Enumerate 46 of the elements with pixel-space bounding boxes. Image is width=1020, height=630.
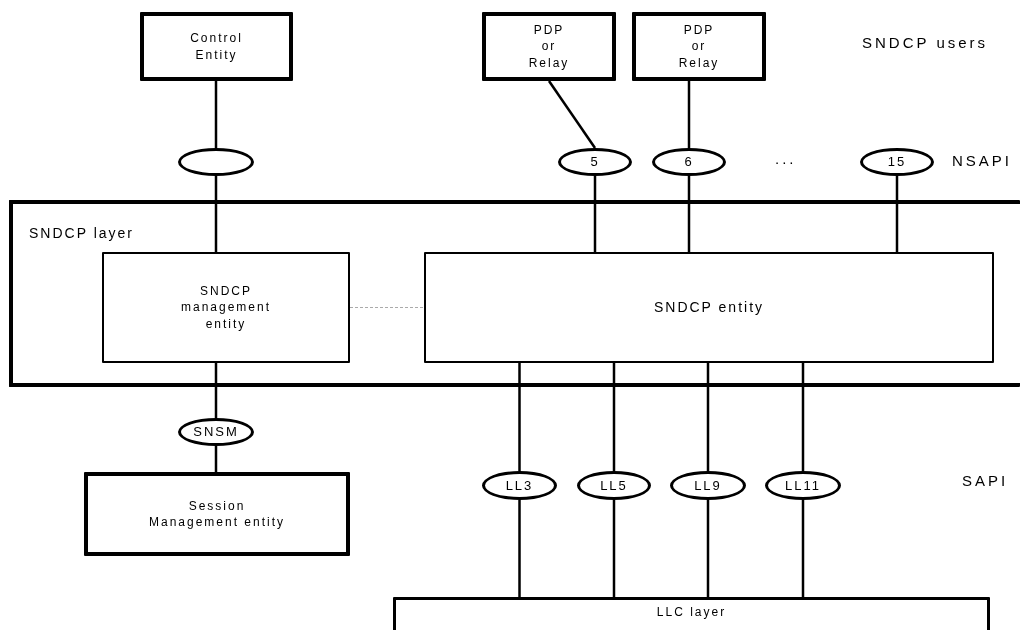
connector-line — [801, 500, 805, 597]
node-label: SNDCP layer — [29, 224, 134, 243]
connector-line — [706, 500, 710, 597]
connector-line — [612, 500, 616, 597]
node-label: 6 — [684, 153, 694, 171]
node-label: LLC layer — [656, 604, 727, 621]
connector-line — [612, 363, 616, 471]
connector-line — [895, 176, 899, 252]
layer-label: SNDCP users — [862, 34, 989, 51]
node-label: 5 — [590, 153, 600, 171]
node-label: Control Entity — [189, 30, 244, 63]
layer-box — [9, 200, 1020, 387]
connector-line — [214, 176, 218, 252]
layer-label: SAPI — [962, 472, 1009, 489]
connector-line — [518, 363, 521, 471]
connector-line — [687, 81, 691, 148]
node-label: SNSM — [193, 423, 239, 441]
layer-box — [393, 597, 990, 630]
connector-line — [214, 363, 218, 418]
node-label: LL3 — [505, 476, 534, 495]
connector-line — [801, 363, 805, 471]
connector-line — [214, 446, 218, 472]
node-label: LL9 — [694, 476, 722, 495]
node-label: PDP or Relay — [527, 22, 571, 71]
node-label: LL5 — [600, 476, 628, 495]
connector-line — [687, 176, 691, 252]
entity-box — [482, 12, 616, 81]
node-label: 15 — [887, 153, 907, 171]
node-label: Session Management entity — [147, 497, 287, 531]
connector-line — [593, 176, 597, 252]
entity-box — [84, 472, 350, 556]
connector-line — [214, 81, 218, 148]
connector-line — [706, 363, 710, 471]
connector-line — [547, 80, 597, 149]
node-label: PDP or Relay — [677, 22, 721, 71]
node-label: LL11 — [785, 476, 821, 495]
entity-box — [632, 12, 766, 81]
connector-line — [349, 307, 425, 308]
entity-box — [140, 12, 293, 81]
node-label: SNDCP management entity — [179, 283, 272, 332]
entity-box — [102, 252, 350, 363]
entity-box — [424, 252, 994, 363]
connector-line — [518, 500, 521, 597]
layer-label: NSAPI — [952, 152, 1012, 169]
node-label: SNDCP entity — [653, 298, 765, 317]
layer-label: ... — [775, 150, 797, 167]
